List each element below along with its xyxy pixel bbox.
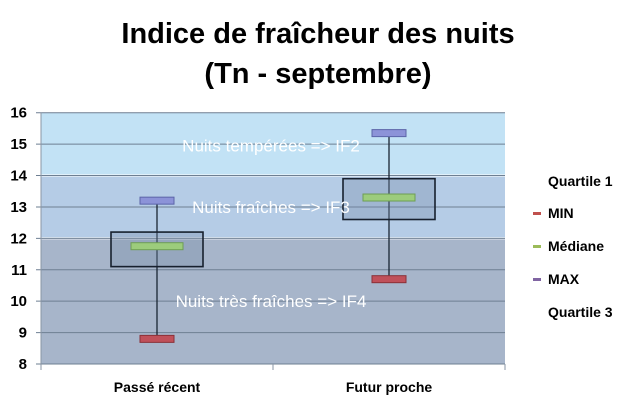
legend-item: MIN (548, 205, 574, 221)
y-tick-label: 15 (10, 136, 27, 153)
médiane-marker (130, 242, 184, 251)
min-marker (371, 275, 407, 284)
max-marker (371, 129, 407, 138)
band-label: Nuits fraîches => IF3 (192, 198, 350, 217)
min-marker (139, 334, 175, 343)
band-label: Nuits tempérées => IF2 (182, 137, 360, 156)
legend-item: Quartile 1 (548, 173, 613, 189)
legend-item: Médiane (548, 238, 604, 254)
legend-swatch-3 (533, 278, 541, 281)
médiane-marker (362, 193, 416, 202)
y-tick-label: 11 (11, 262, 27, 279)
x-category-label: Futur proche (346, 379, 433, 395)
y-tick-label: 8 (19, 356, 27, 373)
legend-item: MAX (548, 271, 580, 287)
y-tick-label: 10 (10, 293, 27, 310)
legend-item: Quartile 3 (548, 304, 613, 320)
y-tick-label: 9 (19, 325, 27, 342)
chart-title-line-1: Indice de fraîcheur des nuits (121, 18, 514, 50)
max-marker (139, 196, 175, 205)
y-tick-label: 12 (10, 230, 27, 247)
chart-title-line-2: (Tn - septembre) (204, 58, 431, 90)
band-label: Nuits très fraîches => IF4 (176, 292, 367, 311)
y-tick-label: 16 (10, 105, 27, 122)
legend-swatch-1 (533, 212, 541, 215)
y-tick-label: 14 (10, 168, 27, 185)
x-category-label: Passé récent (114, 379, 201, 395)
y-tick-label: 13 (10, 199, 27, 216)
legend-swatch-2 (533, 245, 541, 248)
